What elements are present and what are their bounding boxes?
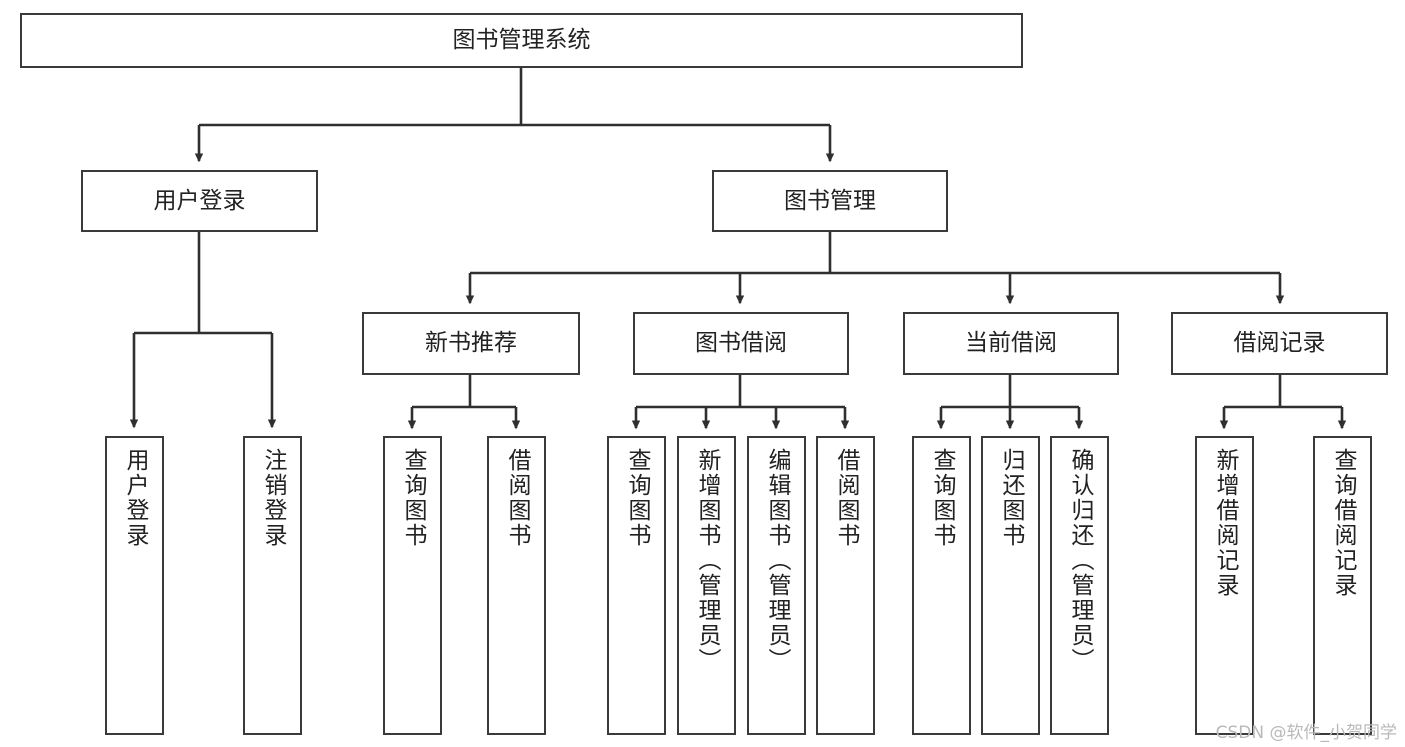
node-leaf-confirm-return-admin[interactable]: 确认归还（管理员） <box>1050 436 1109 735</box>
node-leaf-query-book-1-label: 查询图书 <box>400 448 426 548</box>
node-leaf-query-book-2-label: 查询图书 <box>624 448 650 548</box>
node-leaf-edit-book-admin[interactable]: 编辑图书（管理员） <box>747 436 806 735</box>
node-new-book-rec-label: 新书推荐 <box>425 330 517 357</box>
node-current-borrow-label: 当前借阅 <box>965 330 1057 357</box>
csdn-watermark: CSDN @软件_小贺同学 <box>1215 723 1397 743</box>
node-leaf-logout-label: 注销登录 <box>260 448 286 548</box>
node-borrow-record-label: 借阅记录 <box>1233 330 1326 357</box>
node-user-login[interactable]: 用户登录 <box>81 170 318 232</box>
node-book-manage[interactable]: 图书管理 <box>712 170 948 232</box>
node-leaf-return-book-label: 归还图书 <box>998 448 1024 548</box>
node-leaf-borrow-book-2-label: 借阅图书 <box>833 448 859 548</box>
node-borrow-record[interactable]: 借阅记录 <box>1171 312 1388 375</box>
node-leaf-query-record[interactable]: 查询借阅记录 <box>1313 436 1372 735</box>
node-leaf-user-login-label: 用户登录 <box>122 448 148 548</box>
node-leaf-user-login[interactable]: 用户登录 <box>105 436 164 735</box>
node-leaf-query-book-2[interactable]: 查询图书 <box>607 436 666 735</box>
node-leaf-borrow-book-1[interactable]: 借阅图书 <box>487 436 546 735</box>
node-book-borrow[interactable]: 图书借阅 <box>633 312 849 375</box>
node-leaf-query-book-1[interactable]: 查询图书 <box>383 436 442 735</box>
node-leaf-edit-book-admin-label: 编辑图书（管理员） <box>764 448 790 673</box>
node-root[interactable]: 图书管理系统 <box>20 13 1023 68</box>
node-leaf-borrow-book-1-label: 借阅图书 <box>504 448 530 548</box>
node-leaf-add-record[interactable]: 新增借阅记录 <box>1195 436 1254 735</box>
node-new-book-rec[interactable]: 新书推荐 <box>362 312 580 375</box>
node-user-login-label: 用户登录 <box>153 187 246 214</box>
node-leaf-borrow-book-2[interactable]: 借阅图书 <box>816 436 875 735</box>
node-leaf-add-record-label: 新增借阅记录 <box>1212 448 1238 598</box>
node-book-manage-label: 图书管理 <box>784 187 876 214</box>
node-leaf-add-book-admin-label: 新增图书（管理员） <box>694 448 720 673</box>
node-leaf-query-book-3[interactable]: 查询图书 <box>912 436 971 735</box>
node-book-borrow-label: 图书借阅 <box>695 330 787 357</box>
node-leaf-confirm-return-admin-label: 确认归还（管理员） <box>1067 448 1093 673</box>
node-leaf-return-book[interactable]: 归还图书 <box>981 436 1040 735</box>
node-leaf-query-record-label: 查询借阅记录 <box>1330 448 1356 598</box>
node-root-label: 图书管理系统 <box>452 27 591 54</box>
node-leaf-query-book-3-label: 查询图书 <box>929 448 955 548</box>
node-leaf-add-book-admin[interactable]: 新增图书（管理员） <box>677 436 736 735</box>
node-leaf-logout[interactable]: 注销登录 <box>243 436 302 735</box>
node-current-borrow[interactable]: 当前借阅 <box>903 312 1119 375</box>
